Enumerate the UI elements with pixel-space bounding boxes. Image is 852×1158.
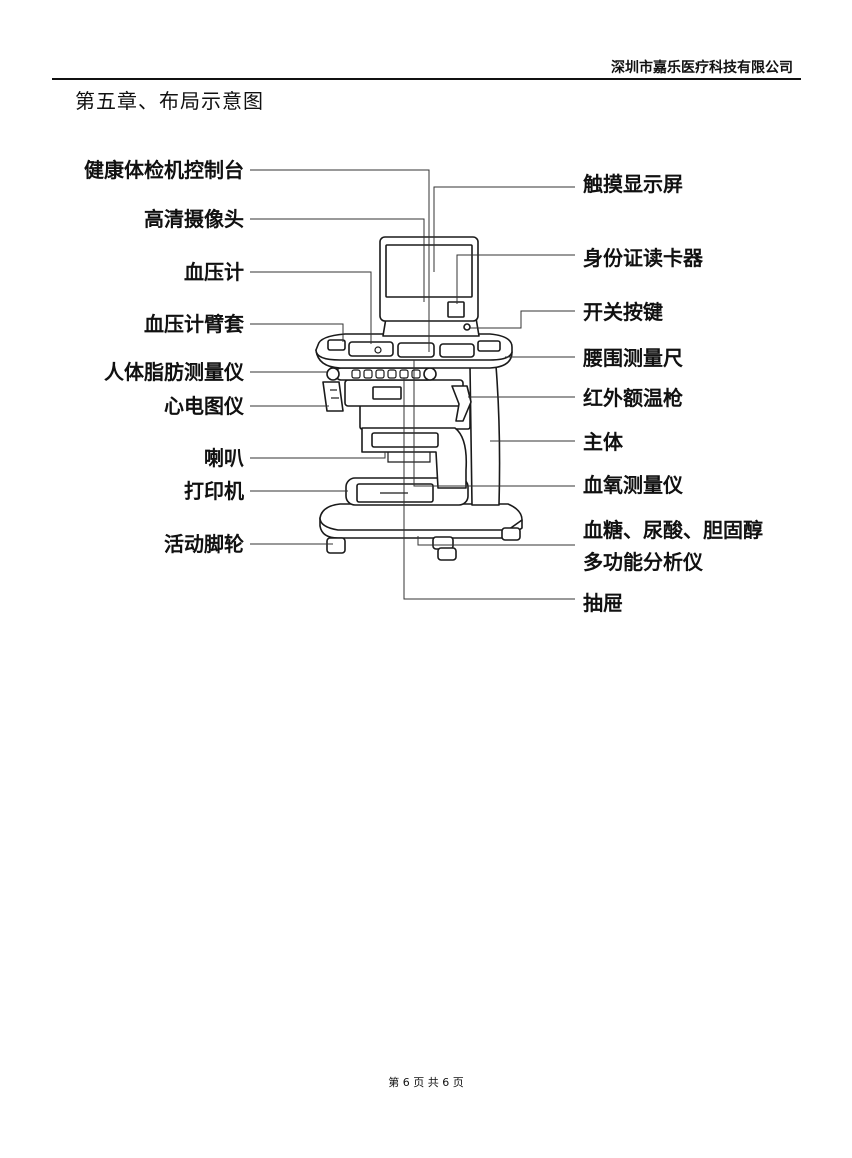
label-power-button: 开关按键: [583, 300, 663, 324]
tray-cuff: [327, 339, 346, 351]
id-card-reader: [447, 301, 465, 318]
label-waist-ruler: 腰围测量尺: [583, 346, 683, 370]
leader-oximeter: [413, 360, 575, 487]
tray-waist-ruler: [477, 340, 501, 352]
label-cuff: 血压计臂套: [144, 312, 244, 336]
label-temperature-gun: 红外额温枪: [583, 386, 683, 410]
label-drawer: 抽屉: [583, 591, 623, 615]
leader-cuff: [250, 323, 344, 342]
leader-blood-pressure: [250, 271, 372, 344]
fat-meter-grip-left: [326, 367, 340, 381]
label-blood-pressure: 血压计: [184, 260, 244, 284]
leader-console: [250, 169, 430, 352]
printer-slot: [371, 432, 439, 448]
caster-front-right: [437, 547, 457, 561]
leader-touch-screen: [433, 186, 575, 272]
base-platform: [319, 503, 523, 539]
leader-analyzer: [417, 536, 575, 546]
leader-camera: [250, 218, 425, 302]
main-body: [345, 365, 501, 506]
casters: [326, 527, 521, 561]
label-id-reader: 身份证读卡器: [583, 246, 703, 270]
tray-blood-pressure: [348, 341, 394, 357]
label-printer: 打印机: [184, 479, 244, 503]
footer-page-number: 第 6 页 共 6 页: [388, 1076, 464, 1089]
tray-center: [397, 342, 435, 358]
header-rule: [52, 78, 801, 80]
tray-right: [439, 343, 475, 358]
label-main-body: 主体: [583, 430, 623, 454]
kiosk-illustration: [315, 236, 523, 561]
label-speaker: 喇叭: [204, 446, 244, 470]
body-right-column: [469, 365, 501, 506]
label-oximeter: 血氧测量仪: [583, 473, 683, 497]
fat-meter-grip-right: [423, 367, 437, 381]
console-top: [315, 333, 513, 369]
leader-lines: [250, 169, 575, 600]
leader-drawer: [403, 378, 575, 600]
header-company-name: 深圳市嘉乐医疗科技有限公司: [611, 60, 793, 76]
leader-id-reader: [456, 254, 575, 304]
label-caster: 活动脚轮: [164, 532, 244, 556]
caster-front-left: [326, 537, 346, 554]
label-fat-meter: 人体脂肪测量仪: [104, 360, 244, 384]
chapter-title: 第五章、布局示意图: [75, 89, 264, 113]
label-console: 健康体检机控制台: [84, 158, 244, 182]
caster-rear-right: [501, 527, 521, 541]
label-camera: 高清摄像头: [144, 207, 244, 231]
ecg-device: [322, 381, 344, 412]
leader-power-button: [470, 310, 575, 329]
console-display: [372, 386, 402, 400]
leader-speaker: [250, 452, 386, 459]
layout-diagram: [250, 169, 575, 600]
body-neck: [359, 404, 471, 430]
power-button: [463, 323, 471, 331]
body-fat-meter-band: [326, 367, 437, 381]
temperature-gun: [451, 385, 472, 422]
label-ecg: 心电图仪: [164, 394, 244, 418]
label-analyzer-line1: 血糖、尿酸、胆固醇: [583, 518, 763, 542]
label-touch-screen: 触摸显示屏: [583, 172, 683, 196]
label-analyzer-line2: 多功能分析仪: [583, 550, 703, 574]
